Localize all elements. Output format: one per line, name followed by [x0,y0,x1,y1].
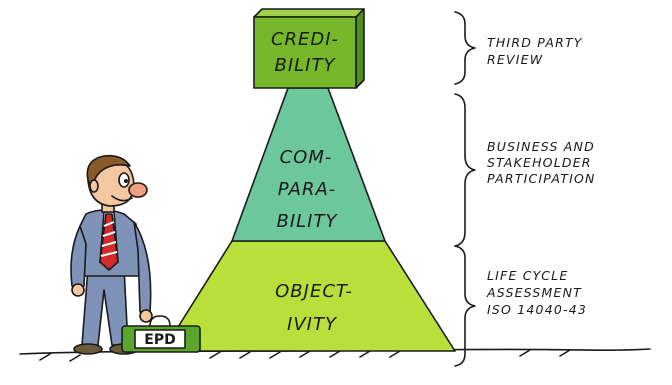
brace-life-cycle [454,245,476,367]
annotation-life-cycle-line3: ISO 14040-43 [487,302,587,317]
brace-third-party [454,11,476,85]
annotation-business: BUSINESS AND STAKEHOLDER PARTICIPATION [487,139,596,186]
briefcase-handle [149,315,171,327]
credibility-label-line1: CREDI- [271,29,339,50]
annotation-third-party-line2: REVIEW [487,52,543,67]
comparability-label-line1: COM- [280,147,333,168]
pyramid-level-objectivity: OBJECT- IVITY [162,240,456,352]
comparability-label-line3: BILITY [277,211,339,232]
credibility-label-line2: BILITY [275,55,337,76]
tie-stripes [100,221,118,257]
annotation-business-line3: PARTICIPATION [487,171,596,186]
annotation-life-cycle-line1: LIFE CYCLE [487,268,568,283]
brace-business [454,93,476,247]
pupil [124,179,128,183]
smile [111,195,133,202]
annotation-business-line1: BUSINESS AND [487,139,595,154]
comparability-label-line2: PARA- [278,179,337,200]
briefcase-label: EPD [144,332,175,348]
nose [128,182,148,198]
objectivity-label-line2: IVITY [287,314,338,335]
annotation-third-party-line1: THIRD PARTY [487,35,583,50]
annotation-life-cycle: LIFE CYCLE ASSESSMENT ISO 14040-43 [486,268,587,317]
annotation-third-party: THIRD PARTY REVIEW [487,35,583,67]
annotation-life-cycle-line2: ASSESSMENT [486,285,582,300]
trousers [81,267,129,346]
businessman-figure [70,154,153,355]
pyramid-level-comparability: COM- PARA- BILITY [231,87,386,242]
pyramid-level-credibility: CREDI- BILITY [253,8,365,89]
annotation-business-line2: STAKEHOLDER [487,155,592,170]
left-shoe [73,343,103,355]
credibility-shape [253,16,357,89]
ear [89,179,99,193]
left-arm [70,225,87,287]
credibility-cube-side [355,8,365,89]
briefcase-label-plate [134,329,186,349]
left-hand [71,283,85,297]
eye [118,172,130,188]
hair [86,154,131,189]
credibility-cube-top [253,8,365,18]
right-hand [139,309,153,323]
objectivity-label-line1: OBJECT- [275,281,353,302]
epd-briefcase: EPD [121,315,201,353]
